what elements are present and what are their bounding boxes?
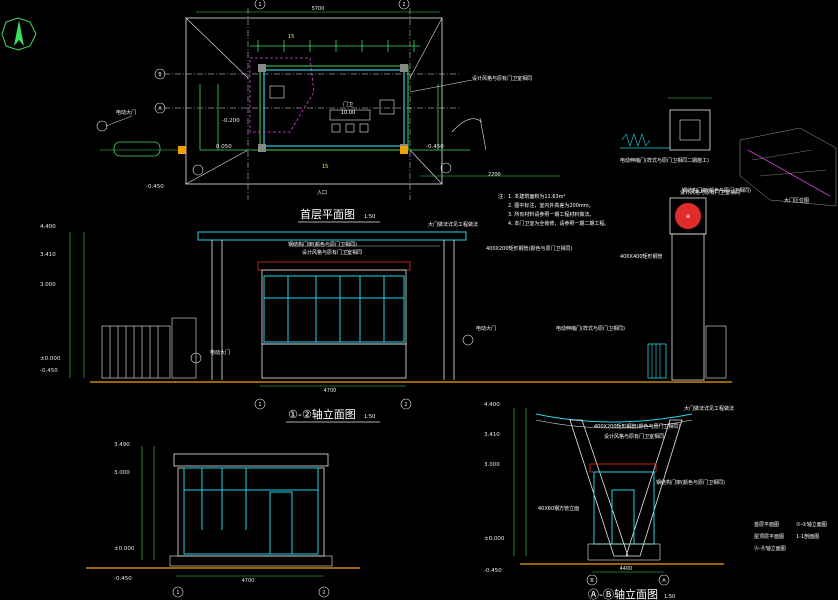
side-level-3000: 3.000 [484,462,500,468]
plan-dim-2200: 2200 [488,172,501,178]
note-1: 注：1. 本建筑面积为11.63m² [498,193,566,200]
sec-axis-1: 1 [176,590,179,596]
side-elevation: 4.400 3.410 3.000 ±0.000 -0.450 4400 B A… [484,402,734,600]
svg-text:5700: 5700 [312,6,325,12]
side-callout-steel: 400X200矩形钢管(颜色与原门卫相同) [594,423,680,430]
north-arrow-icon [1,17,37,51]
sec-dim-4700: 4700 [242,578,255,584]
detail-callout: 电动伸缩门(样式与原门卫相同二期施工) [620,157,709,164]
index-item-2: ①-②轴立面图 [796,521,827,528]
front-gate-label: 电动大门 [210,349,230,356]
column-detail-plan: 电动伸缩门(样式与原门卫相同二期施工) 设计风格与原有门卫室相同 [620,97,740,196]
index-item-4: 1-1剖面图 [796,533,819,540]
front-level-m0450: -0.450 [40,368,58,374]
room-label: 门卫 [343,101,353,108]
plan-level-m0450-right: -0.450 [426,144,444,150]
front-gate-label-2: 电动大门 [476,325,496,332]
gate-label-plan: 电动大门 [116,109,136,116]
side-axis-B: B [590,578,594,584]
side-level-3410: 3.410 [484,432,500,438]
logo-icon: ⊕ [686,214,690,220]
front-callout-sign: 钢结构门架(颜色与原门卫相同) [682,187,751,194]
site-key-map: 大门区位图 [739,127,837,207]
side-scale: 1:50 [664,594,675,600]
front-callout-door: 大门做法详见工程做法 [428,221,478,228]
front-callout-steel: 400X200矩形钢管(颜色与原门卫相同) [486,245,572,252]
sheet-index: 首层平面图 ①-②轴立面图 屋顶层平面图 1-1剖面图 Ⓐ-Ⓑ轴立面图 [754,521,827,552]
side-title: Ⓐ-Ⓑ轴立面图 [588,587,658,600]
side-level-0000: ±0.000 [484,536,505,542]
front-title: ①-②轴立面图 [288,407,356,421]
side-axis-A: A [662,578,666,584]
sec-level-3000: 3.000 [114,470,130,476]
front-elevation: 4.400 3.410 3.000 ±0.000 -0.450 [40,187,751,423]
sec-level-3490: 3.490 [114,442,130,448]
note-4: 4. 本门卫室为全装修，请参照一期二期工程。 [508,220,609,227]
plan-level-0050: 0.050 [216,144,232,150]
plan-axis-A: A [158,106,162,112]
sec-level-0000: ±0.000 [114,546,135,552]
plan-title: 首层平面图 [300,207,355,221]
side-level-m0450: -0.450 [484,568,502,574]
front-dim-4700: 4700 [324,388,337,394]
entrance-label: 入口 [317,190,327,196]
plan-level-m0200: -0.200 [222,118,240,124]
sec-axis-2: 2 [322,590,325,596]
section-1-1: 3.490 3.000 ±0.000 -0.450 4700 1 2 [86,442,360,598]
plan-axis-2: 2 [402,2,405,8]
key-map-label: 大门区位图 [784,197,809,204]
general-notes: 注：1. 本建筑面积为11.63m² 2. 图中标注，室内外高差为200mm。 … [498,193,609,227]
front-callout-style: 设计风格与原有门卫室相同 [302,249,362,256]
front-callout-gate: 电动伸缩门(样式与原门卫相同) [556,325,625,332]
front-scale: 1:50 [364,414,375,420]
dim-15-top: 15 [288,34,294,40]
side-level-4400: 4.400 [484,402,500,408]
front-callout-frame: 钢结构门架(颜色与原门卫相同) [288,241,357,248]
side-callout-tube: 40X60钢方管立面 [538,505,579,512]
index-item-3: 屋顶层平面图 [754,534,784,540]
front-axis-2: 2 [404,402,407,408]
front-callout-pylon: 400X400矩形钢管 [620,253,663,260]
sec-level-m0450: -0.450 [114,576,132,582]
floor-plan: 5700 门卫 10.00 15 15 [96,0,560,223]
plan-level-m0450: -0.450 [146,184,164,190]
plan-callout-style: 设计风格与原有门卫室相同 [472,75,532,82]
dim-15-bottom: 15 [322,164,328,170]
room-area: 10.00 [341,110,355,116]
note-3: 3. 所有材料请参照一期工程材料做法。 [508,211,594,218]
front-level-3410: 3.410 [40,252,56,258]
plan-axis-1: 1 [258,2,261,8]
front-axis-1: 1 [258,402,261,408]
note-2: 2. 图中标注，室内外高差为200mm。 [508,202,594,209]
side-callout-door: 大门做法详见工程做法 [684,405,734,412]
index-item-1: 首层平面图 [754,521,779,528]
front-level-0000: ±0.000 [40,356,61,362]
side-dim-4400: 4400 [620,566,633,572]
side-callout-style: 设计风格与原有门卫室相同 [604,433,664,440]
front-level-3000: 3.000 [40,282,56,288]
detail-callout-2: 设计风格与原有门卫室相同 [680,189,740,196]
plan-scale: 1:50 [364,214,375,220]
plan-axis-B: B [158,72,162,78]
front-level-4400: 4.400 [40,224,56,230]
side-callout-frame: 钢结构门架(颜色与原门卫相同) [656,479,725,486]
index-item-5: Ⓐ-Ⓑ轴立面图 [754,545,786,552]
